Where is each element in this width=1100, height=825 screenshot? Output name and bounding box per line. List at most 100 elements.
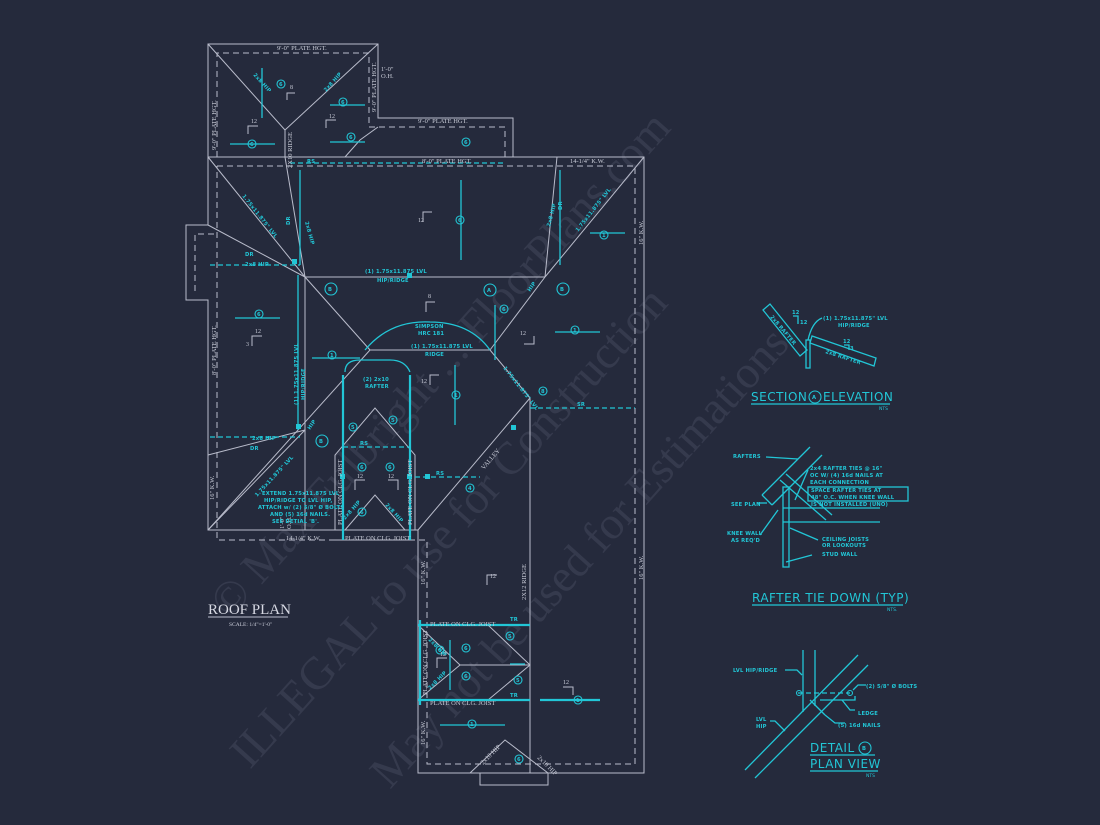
drawing-line bbox=[354, 479, 365, 490]
drawing-label: 6 bbox=[360, 465, 364, 471]
drawing-line bbox=[789, 527, 819, 541]
drawing-label: 1 bbox=[470, 722, 474, 728]
drawing-label: 1.75x11.875" LVL bbox=[240, 194, 278, 240]
callout-circle bbox=[247, 139, 257, 149]
callout-circle bbox=[465, 483, 475, 493]
drawing-label: HIP/RIDGE TO LVL HIP, bbox=[264, 498, 333, 504]
drawing-label: (1) 1.75x11.875" LVL bbox=[823, 316, 888, 322]
drawing-label: 1 bbox=[330, 353, 334, 359]
drawing-label: 6 bbox=[464, 646, 468, 652]
drawing-label: 16" K.W. bbox=[209, 475, 216, 500]
drawing-label: B bbox=[560, 287, 564, 293]
drawing-label: 1 bbox=[454, 393, 458, 399]
drawing-line bbox=[782, 486, 790, 568]
drawing-line bbox=[284, 156, 306, 278]
drawing-line bbox=[425, 301, 435, 312]
callout-circle bbox=[338, 97, 348, 107]
drawing-line bbox=[779, 479, 827, 521]
drawing-label: 6 bbox=[360, 510, 364, 516]
drawing-label: RS bbox=[436, 471, 444, 477]
drawing-label: EACH CONNECTION bbox=[810, 480, 869, 486]
drawing-line bbox=[807, 317, 823, 341]
drawing-line bbox=[216, 165, 636, 765]
rafter-tie-down-detail: RAFTERS 2x4 RAFTER TIES @ 16" OC W/ (4) … bbox=[727, 446, 909, 613]
drawing-line bbox=[388, 479, 399, 490]
drawing-label: 12 bbox=[255, 329, 261, 335]
callout-circle bbox=[435, 645, 445, 655]
drawing-label: PLATE ON CLG. JOIST bbox=[407, 460, 414, 525]
drawing-label: 1 bbox=[576, 698, 580, 704]
drawing-line bbox=[762, 303, 808, 357]
drawing-label: DR bbox=[250, 446, 259, 452]
drawing-label: 5 bbox=[508, 634, 512, 640]
drawing-label: HIP bbox=[527, 281, 538, 293]
drawing-line bbox=[793, 315, 799, 324]
drawing-label: B bbox=[319, 439, 323, 445]
drawing-label: (5) 16d NAILS bbox=[838, 723, 881, 729]
roof-plan-title: ROOF PLAN bbox=[208, 602, 291, 618]
drawing-label: 1.75x11.875" LVL bbox=[501, 366, 539, 412]
drawing-label: 2x8 HIP bbox=[303, 221, 315, 246]
drawing-label: 48" O.C. WHEN KNEE WALL bbox=[811, 495, 895, 501]
drawing-label: 5 bbox=[351, 425, 355, 431]
drawing-line bbox=[207, 429, 306, 531]
drawing-line bbox=[479, 773, 549, 786]
drawing-label: 12 bbox=[792, 310, 800, 316]
drawing-line bbox=[429, 374, 439, 385]
drawing-label: 12 bbox=[329, 114, 335, 120]
drawing-label: KNEE WALL bbox=[727, 531, 763, 537]
drawing-label: 6 bbox=[388, 465, 392, 471]
label-plate-top: 9'-0" PLATE HGT. bbox=[277, 45, 327, 52]
drawing-label: AND (5) 16d NAILS. bbox=[270, 512, 330, 518]
callout-circle bbox=[846, 689, 854, 697]
drawing-label: 9'-0" PLATE HGT. bbox=[371, 62, 378, 112]
drawing-label: SIMPSON bbox=[415, 324, 444, 330]
drawing-label: 6 bbox=[464, 140, 468, 146]
drawing-line bbox=[325, 119, 336, 128]
drawing-label: DR bbox=[558, 201, 564, 210]
drawing-label: 16" K.W. bbox=[420, 560, 427, 585]
callout-circle bbox=[513, 675, 523, 685]
callout-circle bbox=[599, 230, 609, 240]
callout-circle bbox=[461, 643, 471, 653]
drawing-label: 6 bbox=[517, 757, 521, 763]
drawing-line bbox=[407, 474, 412, 479]
drawing-line bbox=[809, 699, 826, 716]
drawing-label: (1) 1.75x11.875 LVL bbox=[294, 343, 300, 405]
drawing-label: 12 bbox=[563, 680, 569, 686]
drawing-line bbox=[425, 474, 430, 479]
drawing-label: 12 bbox=[520, 331, 526, 337]
drawing-label: ELEVATION bbox=[823, 390, 893, 404]
drawing-line bbox=[364, 321, 491, 351]
drawing-label: 12 bbox=[843, 339, 851, 345]
drawing-label: 12 bbox=[357, 474, 363, 480]
drawing-line bbox=[207, 156, 306, 278]
callout-circle bbox=[808, 390, 822, 404]
drawing-label: TR bbox=[510, 617, 518, 623]
drawing-line bbox=[207, 429, 306, 456]
drawing-label: 8 bbox=[290, 85, 293, 91]
drawing-label: A bbox=[812, 395, 816, 401]
callout-circle bbox=[514, 754, 524, 764]
drawing-label: 5 bbox=[391, 418, 395, 424]
drawing-label: 16" K.W. bbox=[638, 555, 645, 580]
drawing-line bbox=[194, 233, 217, 291]
callout-circle bbox=[455, 215, 465, 225]
callout-circle bbox=[348, 422, 358, 432]
drawing-line bbox=[489, 276, 546, 351]
callout-circle bbox=[327, 350, 337, 360]
drawing-line bbox=[216, 52, 506, 157]
drawing-line bbox=[785, 669, 803, 676]
drawing-line bbox=[340, 474, 345, 479]
callout-circle bbox=[388, 415, 398, 425]
drawing-label: 1'-0" bbox=[279, 516, 286, 529]
drawing-label: RIDGE bbox=[425, 352, 444, 358]
callout-circle bbox=[346, 132, 356, 142]
drawing-line bbox=[304, 276, 371, 351]
drawing-label: AS REQ'D bbox=[731, 538, 760, 544]
drawing-label: 12 bbox=[421, 379, 427, 385]
drawing-label: 4 bbox=[468, 486, 472, 492]
drawing-line bbox=[296, 424, 301, 429]
callout-circle bbox=[499, 304, 509, 314]
